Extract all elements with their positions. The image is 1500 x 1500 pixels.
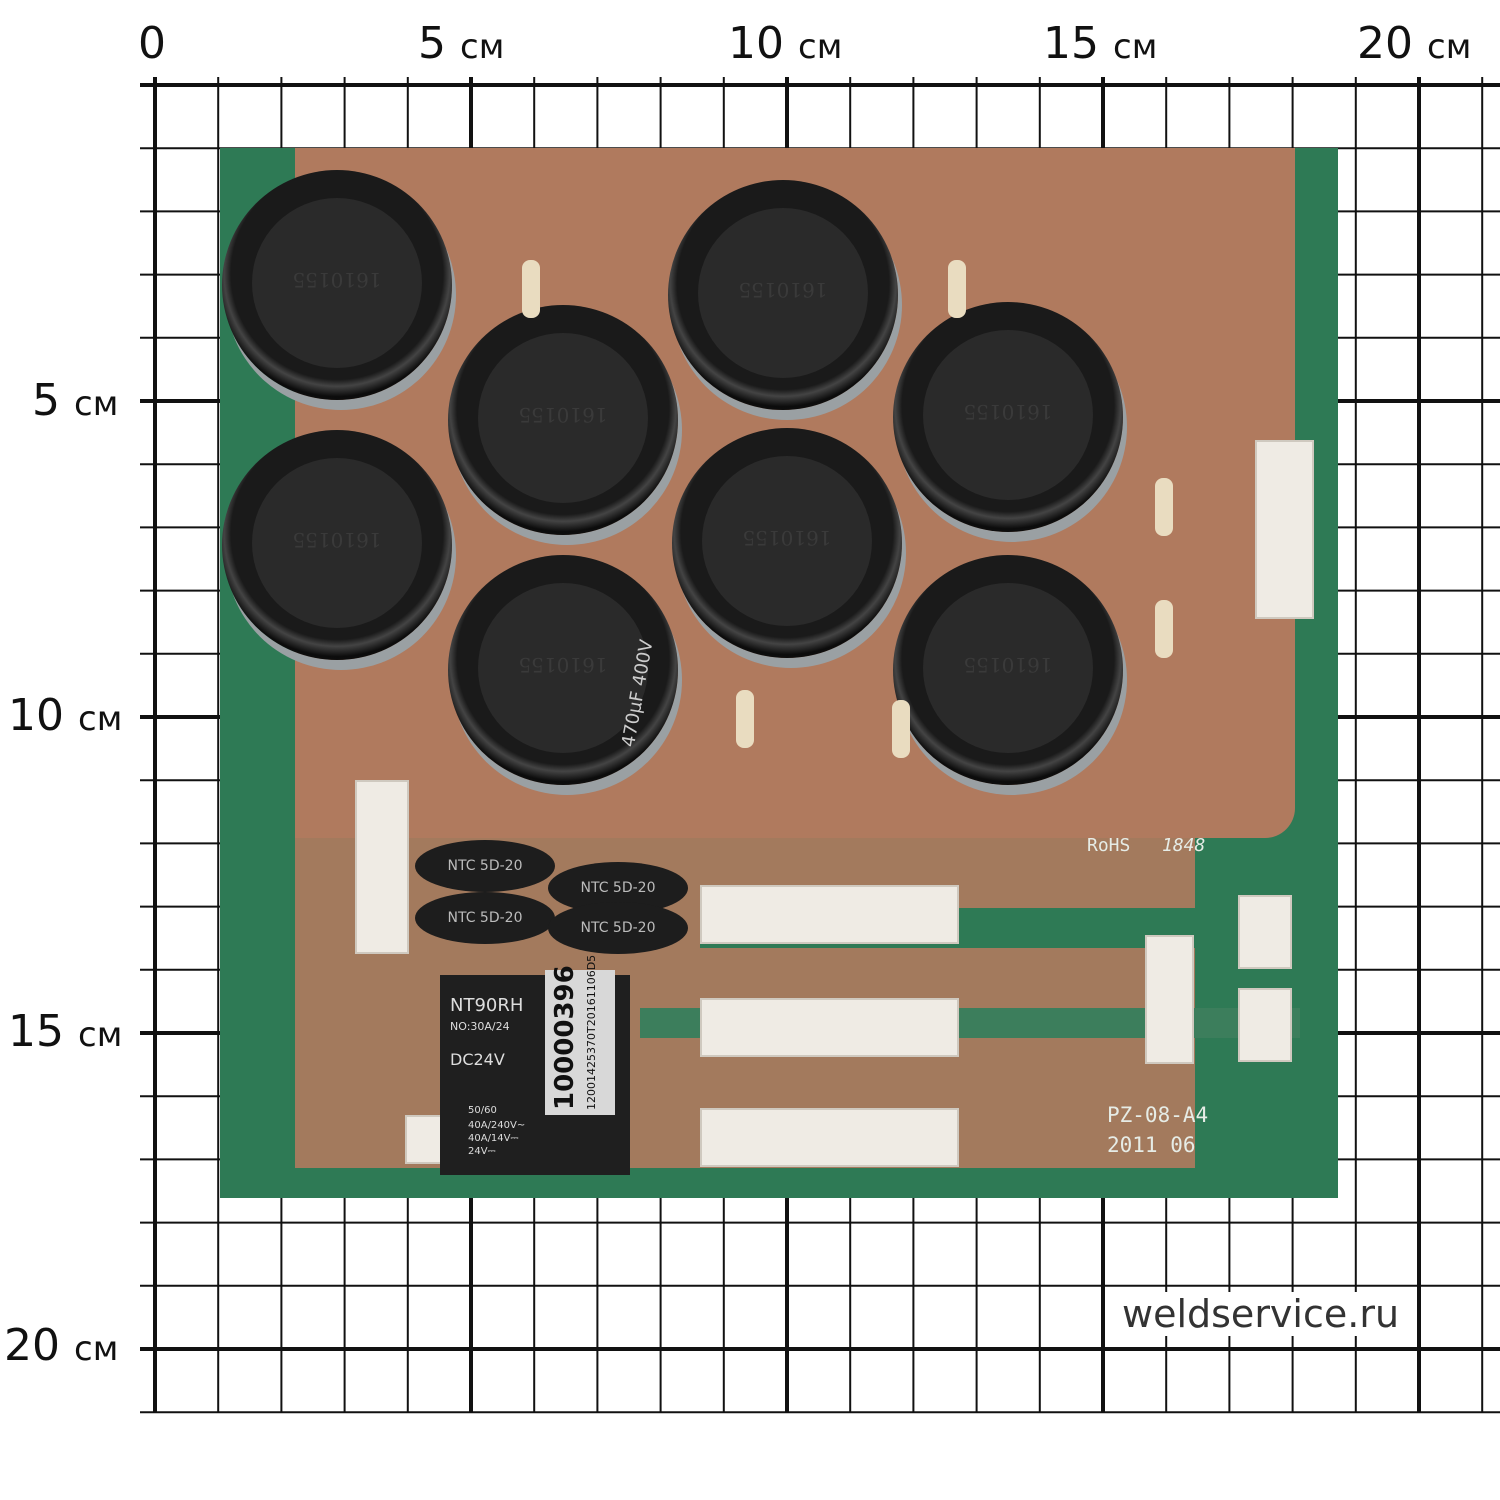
capacitor: 1610155 [893,555,1123,785]
connector [1238,988,1292,1062]
connector [700,1108,959,1167]
capacitor: 1610155 [893,302,1123,532]
capacitor: 1610155 [672,428,902,658]
silk-date-code: 1848 [1162,835,1206,856]
resistor [1155,478,1173,536]
y-label-10: 10 см [8,690,123,741]
connector [1255,440,1314,619]
ntc-thermistor: NTC 5D-20 [415,892,555,944]
connector [355,780,409,954]
connector [700,998,959,1057]
relay-rating: 40A/240V~ [468,1120,526,1131]
silk-model: PZ-08-A4 [1107,1103,1209,1127]
x-label-5: 5 см [418,18,505,69]
capacitor: 1610155 [668,180,898,410]
x-label-0: 0 [138,18,166,69]
x-label-20: 20 см [1357,18,1472,69]
capacitor: 1610155 [448,305,678,535]
watermark: weldservice.ru [1122,1292,1400,1336]
relay-coil: DC24V [450,1050,505,1069]
resistor [892,700,910,758]
y-label-5: 5 см [32,375,119,426]
serial-sticker: 10000396 12001425370T20161106D5 [545,955,615,1115]
capacitor: 1610155 [222,430,452,660]
relay-contact: NO:30A/24 [450,1020,510,1033]
relay-model: NT90RH [450,995,524,1016]
y-label-15: 15 см [8,1006,123,1057]
ntc-thermistor: NTC 5D-20 [548,902,688,954]
silk-rohs: RoHS [1087,835,1131,856]
y-label-20: 20 см [4,1320,119,1371]
resistor [948,260,966,318]
capacitor: 1610155 [222,170,452,400]
resistor [736,690,754,748]
x-label-10: 10 см [728,18,843,69]
relay-rating: 50/60 [468,1105,497,1116]
x-label-15: 15 см [1043,18,1158,69]
resistor [1155,600,1173,658]
connector [700,885,959,944]
silk-date: 2011 06 [1107,1133,1196,1157]
relay-rating: 40A/14V⎓ [468,1133,519,1144]
resistor [522,260,540,318]
sticker-serial: 12001425370T20161106D5 [585,954,598,1110]
connector [1145,935,1194,1064]
connector [1238,895,1292,969]
sticker-number: 10000396 [550,965,580,1110]
ntc-thermistor: NTC 5D-20 [415,840,555,892]
relay-rating: 24V⎓ [468,1146,496,1157]
